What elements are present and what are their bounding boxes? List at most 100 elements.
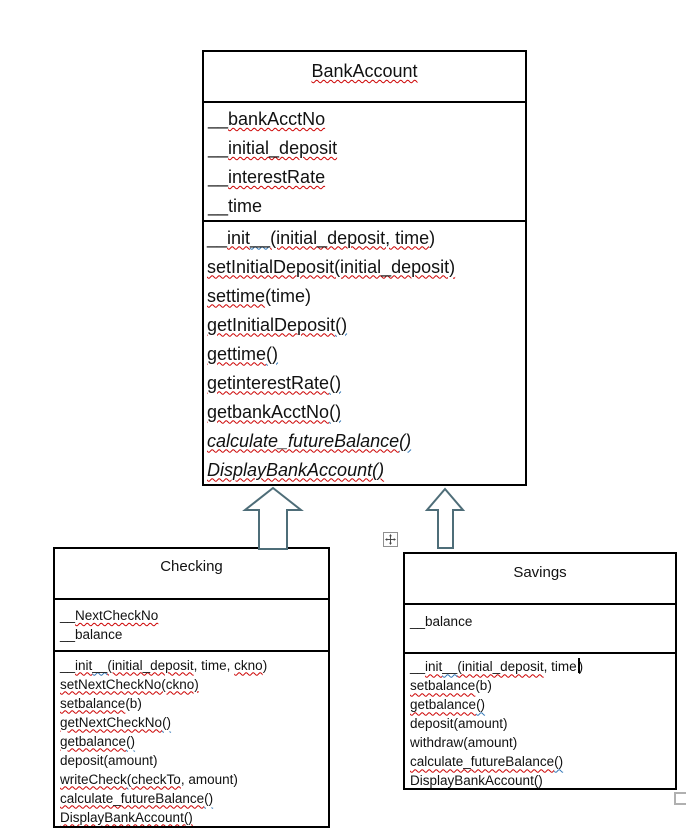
text-segment: )	[262, 657, 268, 673]
class-box-savings[interactable]: Savings __balance __init__(initial_depos…	[403, 552, 677, 790]
text-segment: ()	[329, 401, 342, 422]
class-title: Savings	[513, 564, 567, 581]
text-segment: setInitialDeposit(initial_deposit)	[207, 256, 456, 277]
method-line: withdraw(amount)	[410, 733, 675, 752]
table-resize-handle[interactable]	[674, 792, 686, 805]
text-segment: getbalance	[410, 697, 477, 713]
text-segment: (time)	[265, 285, 312, 306]
text-segment: ()	[204, 790, 214, 806]
text-segment: withdraw(amount)	[410, 735, 518, 751]
method-line: __init__(initial_deposit, time)	[410, 657, 675, 676]
attribute-line: __initial_deposit	[208, 134, 525, 163]
text-segment: (	[126, 771, 132, 787]
text-segment: setbalance	[410, 678, 476, 694]
method-line: getbankAcctNo()	[207, 398, 525, 427]
method-line: deposit(amount)	[60, 751, 328, 770]
text-segment: (initial_deposit, time	[270, 227, 430, 248]
text-segment: getbalance	[60, 733, 127, 749]
text-segment: ()	[126, 733, 136, 749]
attribute-line: __interestRate	[208, 163, 525, 192]
class-box-bankaccount[interactable]: BankAccount __bankAcctNo__initial_deposi…	[202, 50, 527, 486]
class-box-checking[interactable]: Checking __NextCheckNo__balance __init__…	[53, 547, 330, 828]
method-line: setNextCheckNo(ckno)	[60, 675, 328, 694]
attribute-line: __balance	[60, 625, 328, 644]
text-segment: ()	[399, 430, 412, 451]
text-segment: writeCheck	[60, 771, 127, 787]
text-segment: ()	[476, 697, 486, 713]
methods-section: __init__(initial_deposit, time) setInitia…	[204, 222, 525, 484]
text-segment: ()	[335, 314, 348, 335]
text-segment: getInitialDeposit	[207, 314, 336, 335]
text-segment: __	[60, 626, 76, 642]
method-line: getbalance()	[60, 732, 328, 751]
text-segment: DisplayBankAccount()	[60, 809, 193, 825]
attribute-line: __time	[208, 192, 525, 220]
method-line: DisplayBankAccount()	[60, 808, 328, 826]
text-segment: __	[208, 195, 229, 216]
method-line: __init__(initial_deposit, time)	[207, 224, 525, 253]
method-line: setbalance(b)	[410, 676, 675, 695]
method-line: getinterestRate()	[207, 369, 525, 398]
text-segment: ()	[329, 372, 342, 393]
attribute-line: __bankAcctNo	[208, 105, 525, 134]
text-segment: ckno	[234, 657, 263, 673]
method-line: getInitialDeposit()	[207, 311, 525, 340]
text-segment: __	[60, 657, 76, 673]
text-segment: calculate_futureBalance	[207, 430, 400, 451]
text-segment: __	[410, 659, 426, 675]
text-segment: (initial_deposit	[457, 659, 544, 675]
text-segment: __	[60, 607, 76, 623]
text-segment: __	[250, 227, 271, 248]
text-segment: DisplayBankAccount()	[207, 459, 385, 480]
text-segment: __	[208, 108, 229, 129]
text-segment: DisplayBankAccount()	[410, 773, 543, 788]
inheritance-arrow-savings-to-bankaccount[interactable]	[424, 487, 466, 549]
text-segment: __	[410, 614, 426, 630]
text-segment: init	[425, 659, 443, 675]
text-segment: init	[227, 227, 251, 248]
text-segment: ()	[266, 343, 279, 364]
attributes-section: __bankAcctNo__initial_deposit__interestR…	[204, 103, 525, 222]
text-segment: calculate_futureBalance	[410, 754, 555, 770]
text-segment: settime	[207, 285, 266, 306]
method-line: deposit(amount)	[410, 714, 675, 733]
text-segment: setbalance	[60, 695, 126, 711]
attribute-line: __balance	[410, 612, 675, 631]
class-title: Checking	[160, 558, 223, 575]
text-caret	[577, 658, 580, 674]
text-segment: gettime	[207, 343, 267, 364]
text-segment: initial_deposit	[228, 137, 338, 158]
text-segment: __	[207, 227, 228, 248]
class-title: BankAccount	[311, 61, 418, 81]
class-title-section: Savings	[405, 554, 675, 606]
method-line: __init__(initial_deposit, time, ckno)	[60, 656, 328, 675]
text-segment: __	[208, 137, 229, 158]
text-segment: getinterestRate	[207, 372, 330, 393]
method-line: getbalance()	[410, 695, 675, 714]
text-segment: calculate_futureBalance	[60, 790, 205, 806]
text-segment: deposit(amount)	[410, 716, 508, 732]
text-segment: __	[208, 166, 229, 187]
move-handle-icon[interactable]	[383, 532, 398, 547]
text-segment: NextCheckNo	[75, 607, 159, 623]
text-segment: interestRate	[228, 166, 326, 187]
text-segment: ()	[554, 754, 564, 770]
text-segment: time	[228, 195, 263, 216]
method-line: calculate_futureBalance()	[207, 427, 525, 456]
attributes-section: __balance	[405, 605, 675, 655]
class-title-section: BankAccount	[204, 52, 525, 103]
class-title-section: Checking	[55, 549, 328, 600]
text-segment: setNextCheckNo(ckno)	[60, 676, 199, 692]
text-segment: )	[578, 659, 584, 675]
text-segment: (b)	[475, 678, 492, 694]
text-segment: (initial_deposit	[107, 657, 194, 673]
method-line: DisplayBankAccount()	[207, 456, 525, 484]
text-segment: balance	[75, 626, 123, 642]
methods-section: __init__(initial_deposit, time, ckno)set…	[55, 652, 328, 826]
method-line: calculate_futureBalance()	[60, 789, 328, 808]
inheritance-arrow-checking-to-bankaccount[interactable]	[242, 486, 304, 550]
attribute-line: __NextCheckNo	[60, 606, 328, 625]
method-line: writeCheck(checkTo, amount)	[60, 770, 328, 789]
